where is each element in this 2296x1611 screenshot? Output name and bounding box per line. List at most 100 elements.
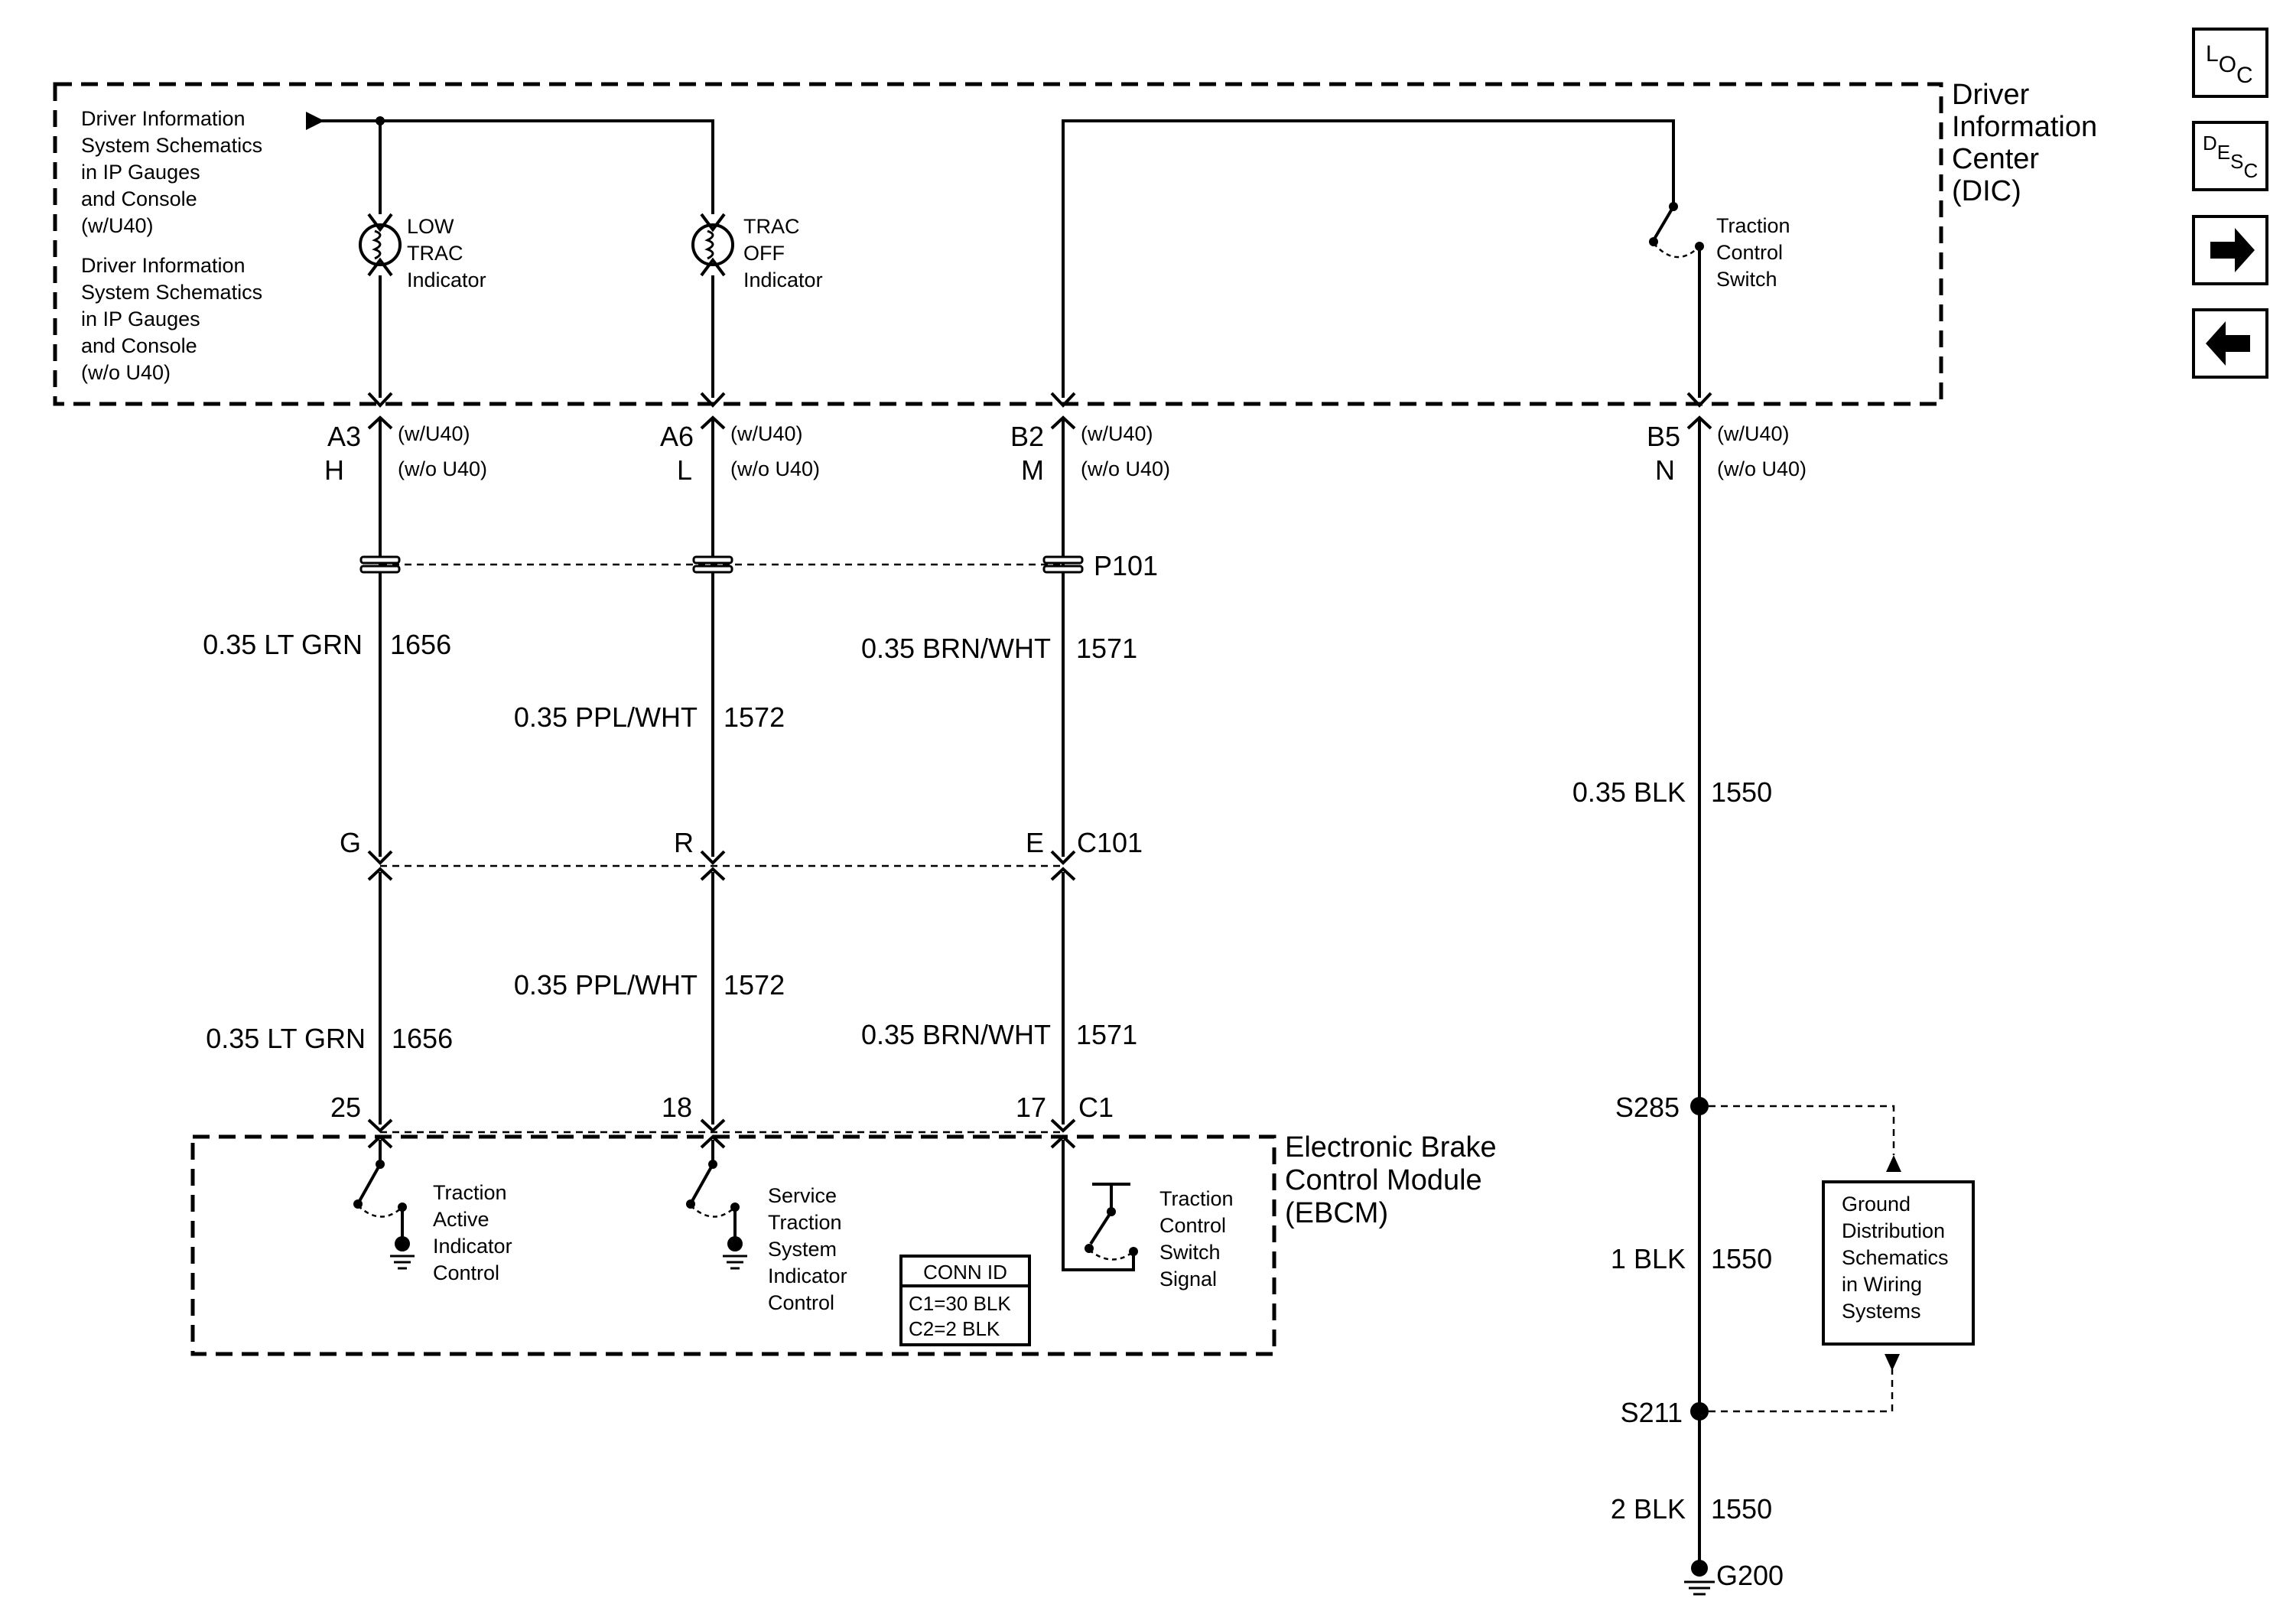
ebcm-pin-25: 25 [330,1092,361,1123]
ebcm-label: Control [768,1291,834,1314]
pin-a3-opt2: (w/o U40) [398,457,487,480]
pin-arrow-icon [367,1118,393,1133]
wire-color-label: 0.35 BRN/WHT [861,633,1051,664]
trac-off-lamp-icon [691,213,734,277]
wire-circuit-label: 1571 [1076,1019,1137,1050]
ref-line: System Schematics [81,134,262,157]
loc-letter-c: C [2236,63,2253,88]
pin-arrow-icon [367,415,393,430]
ground-circuit: S285 1 BLK 1550 S211 2 BLK 1550 G200 Gro… [1611,1092,1975,1596]
c1-label: C1 [1078,1092,1114,1123]
wire-circuit-label: 1571 [1076,633,1137,664]
ground-g200-label: G200 [1716,1560,1784,1591]
ground-ref-link-bottom [1709,1369,1894,1413]
switch-label-2: Control [1716,241,1783,264]
low-trac-lamp-icon [359,213,402,277]
switch-label-3: Switch [1716,268,1777,291]
ebcm-label: Control [1159,1214,1226,1237]
dic-title-2: Information [1952,111,2097,143]
dic-boundary [53,82,1943,406]
next-page-button[interactable] [2192,215,2268,285]
pin-arrow-icon [1050,850,1076,865]
ref-line: in IP Gauges [81,161,200,184]
pin-b5-opt1: (w/U40) [1717,422,1790,445]
pin-arrow-icon [700,867,726,881]
ref-line: in IP Gauges [81,308,200,330]
wire-circuit-label: 1572 [724,969,785,1001]
feed-wire [314,119,714,214]
ebcm-label: System [768,1238,837,1261]
pin-arrow-icon [1050,392,1076,408]
pin-arrow-icon [1050,867,1076,881]
pin-m: M [1021,454,1044,486]
pin-b2-opt2: (w/o U40) [1081,457,1170,480]
pin-arrow-icon [700,392,726,408]
ebcm-label: Indicator [433,1235,512,1258]
loc-icon: LOC [2206,41,2253,88]
input-switch-icon [1062,1140,1138,1271]
pin-arrow-icon [700,415,726,430]
ref-line: and Console [81,334,197,357]
ebcm-pin-18: 18 [662,1092,692,1123]
harness-wires [379,419,1701,1561]
pin-arrow-icon [700,850,726,865]
ref-line: Driver Information [81,254,246,277]
wire-circuit-label: 1656 [390,629,451,660]
pin-a3: A3 [327,421,361,452]
pin-a6-opt1: (w/U40) [730,422,803,445]
pin-arrow-icon [367,392,393,408]
prev-page-button[interactable] [2192,308,2268,379]
dic-title-3: Center [1952,143,2039,175]
ref-arrow-down-icon [1885,1354,1900,1371]
ebcm-label: Active [433,1208,489,1231]
ref-line: (w/U40) [81,214,154,237]
ref-line: (w/o U40) [81,361,171,384]
switch-label-1: Traction [1716,214,1790,237]
desc-letter-s: S [2230,150,2243,173]
inline-connector-icon [692,555,733,574]
desc-button[interactable]: DESC [2192,121,2268,191]
dic-ref-without-u40: Driver Information System Schematics in … [81,254,262,384]
pin-b5: B5 [1647,421,1680,452]
pin-l: L [677,454,692,486]
dic-title-1: Driver [1952,79,2030,111]
pin-arrow-icon [367,850,393,865]
desc-icon: DESC [2203,132,2258,182]
ebcm-label: Signal [1159,1268,1217,1290]
desc-letter-e: E [2217,141,2230,164]
c101-pin-g: G [340,827,361,858]
feed-arrow-icon [306,112,324,130]
low-trac-label-3: Indicator [407,268,486,291]
low-trac-label-2: TRAC [407,242,463,265]
ebcm-label: Control [433,1261,499,1284]
ebcm-label: Switch [1159,1241,1221,1264]
pin-h: H [324,454,344,486]
wire-circuit-label: 1550 [1711,1243,1772,1274]
switch-loop-wire [1062,119,1675,398]
c101-connector: G R E C101 [340,827,1143,881]
pin-b5-opt2: (w/o U40) [1717,457,1807,480]
wire-color-label: 0.35 LT GRN [206,1023,366,1054]
upper-wire-labels: 0.35 LT GRN 1656 0.35 PPL/WHT 1572 0.35 … [203,629,1772,808]
wire-circuit-label: 1550 [1711,1493,1772,1525]
ref-arrow-up-icon [1886,1155,1901,1172]
pin-a6-opt2: (w/o U40) [730,457,820,480]
ground-ref-text: Ground [1842,1193,1911,1216]
desc-letter-d: D [2203,132,2217,155]
ref-line: and Console [81,187,197,210]
ebcm-title-1: Electronic Brake [1285,1131,1497,1164]
ref-line: System Schematics [81,281,262,304]
ebcm-pin-17: 17 [1016,1092,1046,1123]
ground-ref-text: Systems [1842,1300,1921,1323]
ground-distribution-ref-box[interactable]: Ground Distribution Schematics in Wiring… [1822,1180,1975,1346]
prev-arrow-icon [2206,321,2250,366]
conn-id-row: C1=30 BLK [909,1292,1011,1315]
conn-id-row: C2=2 BLK [909,1317,1000,1340]
ebcm-label: Traction [768,1211,842,1234]
ground-ref-text: Distribution [1842,1219,1945,1242]
wire-color-label: 0.35 BRN/WHT [861,1019,1051,1050]
loc-button[interactable]: LOC [2192,28,2268,98]
traction-control-switch-icon [1649,202,1704,259]
wire-color-label: 0.35 LT GRN [203,629,363,660]
p101-connector: P101 [359,550,1158,581]
